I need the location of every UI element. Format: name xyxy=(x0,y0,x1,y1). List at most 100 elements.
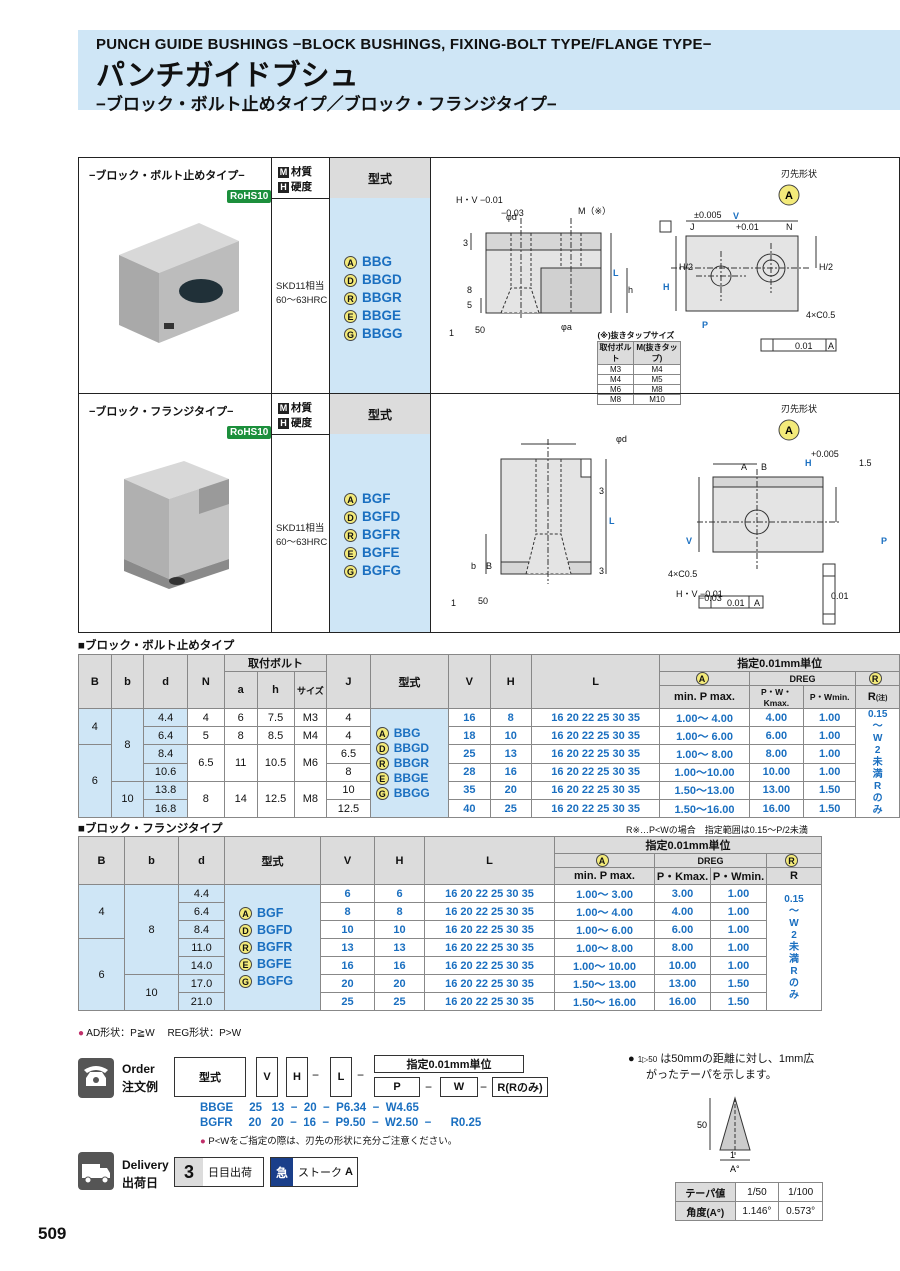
spec-table-bolt: B b d N 取付ボルト J 型式 V H L 指定0.01mm単位 a h … xyxy=(78,654,900,818)
svg-text:B: B xyxy=(761,462,767,472)
svg-text:1: 1 xyxy=(449,328,454,338)
svg-text:−0.03: −0.03 xyxy=(501,208,524,218)
table2-note: R※…P<Wの場合 指定範囲は0.15～P/2未満 xyxy=(626,825,808,835)
express-icon: 急 xyxy=(271,1158,293,1186)
spec-table-flange: B b d 型式 V H L 指定0.01mm単位 A DREG R min. … xyxy=(78,836,822,1011)
order-example-1: BBGE 25 13 − 20 − P6.34 − W4.65 xyxy=(200,1102,419,1114)
svg-text:H・V −0.01: H・V −0.01 xyxy=(456,195,503,205)
svg-text:L: L xyxy=(613,268,619,278)
delivery-label-jp: 出荷日 xyxy=(122,1176,159,1190)
svg-text:1.5: 1.5 xyxy=(859,458,872,468)
photo-cell: −ブロック・ボルト止めタイプ− RoHS10 xyxy=(79,158,272,393)
svg-text:H/2: H/2 xyxy=(819,262,833,272)
svg-text:4×C0.5: 4×C0.5 xyxy=(806,310,835,320)
delivery-label-en: Delivery xyxy=(122,1158,169,1172)
svg-text:50: 50 xyxy=(478,596,488,606)
svg-text:φa: φa xyxy=(561,322,572,332)
svg-text:V: V xyxy=(733,211,739,221)
svg-text:N: N xyxy=(786,222,793,232)
svg-text:φd: φd xyxy=(506,212,517,222)
material-text: SKD11相当 xyxy=(276,523,325,534)
svg-text:H・V −0.01: H・V −0.01 xyxy=(676,589,723,599)
order-w-box: W xyxy=(440,1077,478,1097)
page-header: PUNCH GUIDE BUSHINGS −BLOCK BUSHINGS, FI… xyxy=(78,30,900,114)
svg-text:0.01: 0.01 xyxy=(831,591,849,601)
technical-drawing-bolt: H・V −0.01 −0.03 φd M（※） 3 5 8 L h φa 1 5… xyxy=(449,168,837,352)
svg-text:A: A xyxy=(785,425,793,437)
svg-text:M（※）: M（※） xyxy=(578,206,611,216)
svg-text:刃先形状: 刃先形状 xyxy=(781,168,817,179)
rohs-badge: RoHS10 xyxy=(227,426,272,439)
model-header: 型式 xyxy=(330,158,430,198)
hardness-text: 60～63HRC xyxy=(276,295,328,306)
svg-text:H: H xyxy=(805,458,812,468)
order-p-box: P xyxy=(374,1077,420,1097)
svg-text:50: 50 xyxy=(475,325,485,335)
subtitle-jp: −ブロック・ボルト止めタイプ／ブロック・フランジタイプ− xyxy=(96,95,557,114)
svg-text:+0.005: +0.005 xyxy=(811,449,839,459)
svg-text:H: H xyxy=(663,282,670,292)
table2-title: ■ブロック・フランジタイプ xyxy=(78,823,223,835)
type-label: −ブロック・フランジタイプ− xyxy=(89,406,234,418)
delivery-days-box: 3 日目出荷 xyxy=(174,1157,264,1187)
truck-icon xyxy=(78,1152,114,1190)
svg-text:L: L xyxy=(609,516,615,526)
title-en: PUNCH GUIDE BUSHINGS −BLOCK BUSHINGS, FI… xyxy=(96,36,712,53)
svg-text:0.01: 0.01 xyxy=(727,598,745,608)
table2-footnote: ● AD形状：P≧W REG形状：P>W xyxy=(78,1028,242,1039)
svg-text:A: A xyxy=(828,341,834,351)
svg-text:B: B xyxy=(486,561,492,571)
svg-text:±0.005: ±0.005 xyxy=(694,210,721,220)
page-number: 509 xyxy=(38,1224,67,1243)
order-example-2: BGFR 20 20 − 16 − P9.50 − W2.50 − R0.25 xyxy=(200,1117,482,1129)
svg-text:1: 1 xyxy=(451,598,456,608)
svg-text:8: 8 xyxy=(467,285,472,295)
svg-text:h: h xyxy=(628,285,633,295)
order-label-jp: 注文例 xyxy=(122,1080,159,1094)
svg-text:φd: φd xyxy=(616,434,627,444)
svg-text:A°: A° xyxy=(730,1164,740,1174)
product-photo xyxy=(119,223,239,343)
svg-text:3: 3 xyxy=(599,566,604,576)
tip-mark: A xyxy=(785,190,793,202)
order-label-en: Order xyxy=(122,1062,155,1076)
order-r-box: R(Rのみ) xyxy=(492,1077,548,1097)
type-label: −ブロック・ボルト止めタイプ− xyxy=(89,170,245,182)
svg-text:V: V xyxy=(686,536,692,546)
order-v-box: V xyxy=(256,1057,278,1097)
svg-text:+0.01: +0.01 xyxy=(736,222,759,232)
hardness-text: 60～63HRC xyxy=(276,537,328,548)
svg-text:3: 3 xyxy=(463,238,468,248)
svg-text:3: 3 xyxy=(599,486,604,496)
svg-text:P: P xyxy=(881,536,887,546)
order-model-box: 型式 xyxy=(174,1057,246,1097)
svg-text:5: 5 xyxy=(467,300,472,310)
taper-diagram: 50 1 A° xyxy=(697,1096,751,1174)
svg-text:A: A xyxy=(741,462,747,472)
svg-text:刃先形状: 刃先形状 xyxy=(781,403,817,414)
product-photo xyxy=(124,461,229,589)
rohs-badge: RoHS10 xyxy=(227,190,272,203)
order-note: ● P<Wをご指定の際は、刃先の形状に充分ご注意ください。 xyxy=(200,1136,458,1147)
svg-text:J: J xyxy=(690,222,695,232)
svg-text:4×C0.5: 4×C0.5 xyxy=(668,569,697,579)
svg-text:A: A xyxy=(754,598,760,608)
material-text: SKD11相当 xyxy=(276,281,325,292)
drawing-area: φd L b B 1 50 3 3 H・V −0.01 −0.03 刃先形状 H… xyxy=(431,394,899,632)
title-jp: パンチガイドブシュ xyxy=(96,60,359,92)
svg-text:H/2: H/2 xyxy=(679,262,693,272)
taper-note: ● 1▷50 は50mmの距離に対し、1mm広 がったテーパを示します。 xyxy=(628,1053,815,1081)
svg-text:b: b xyxy=(471,561,476,571)
model-header: 型式 xyxy=(330,394,430,434)
svg-text:50: 50 xyxy=(697,1120,707,1130)
drawing-area: H・V −0.01 −0.03 φd M（※） 3 5 8 L h φa 1 5… xyxy=(431,158,899,405)
